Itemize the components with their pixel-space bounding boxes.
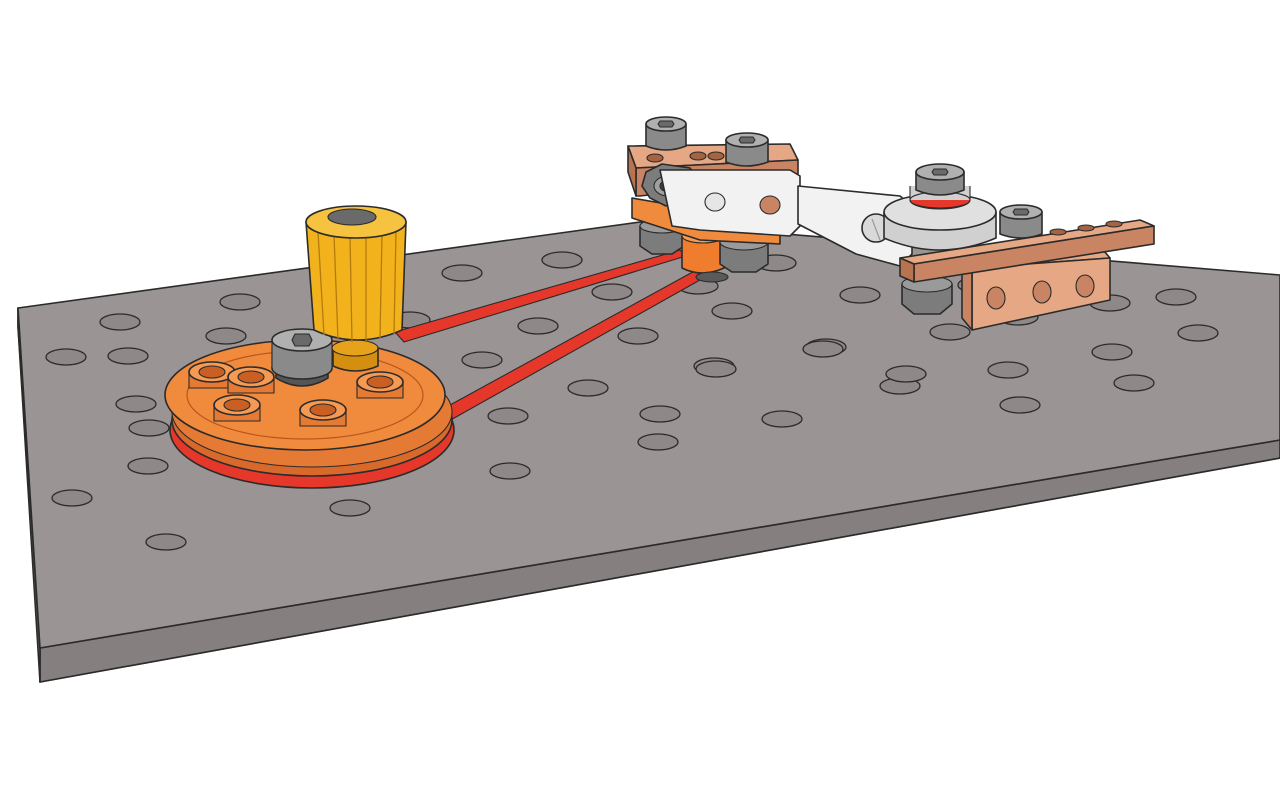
bracket-end — [627, 145, 637, 197]
plate-hole — [1177, 324, 1219, 342]
pulley-bosses — [188, 361, 404, 427]
plate-hole — [205, 327, 247, 345]
torx-bolt — [999, 204, 1043, 239]
plate-hole — [329, 499, 371, 517]
plate-hole — [127, 457, 169, 475]
plate-hole — [489, 462, 531, 480]
plate-hole — [617, 327, 659, 345]
plate-hole — [99, 313, 141, 331]
plate-hole — [51, 489, 93, 507]
plate-hole — [128, 419, 170, 437]
plate-hole — [219, 293, 261, 311]
plate-hole — [695, 360, 737, 378]
plate-hole — [885, 365, 927, 383]
plate-hole — [711, 302, 753, 320]
pivot-bearing[interactable] — [883, 163, 997, 251]
plate-hole — [461, 351, 503, 369]
plate-hole — [802, 340, 844, 358]
plate-hole — [45, 348, 87, 366]
plate-hole — [1091, 343, 1133, 361]
plate-hole — [541, 251, 583, 269]
link-bar-left — [659, 169, 801, 237]
plate-hole — [145, 533, 187, 551]
copper-bracket-right — [883, 163, 1155, 331]
plate-hole — [567, 379, 609, 397]
copper-bar-end — [899, 257, 915, 283]
plate-hole — [639, 405, 681, 423]
plate-hole — [441, 264, 483, 282]
pulley-boss — [227, 366, 275, 394]
crank-handle[interactable] — [305, 205, 407, 372]
plate-hole — [839, 286, 881, 304]
torx-icon — [738, 136, 756, 144]
plate-hole — [637, 433, 679, 451]
plate-hole — [107, 347, 149, 365]
hex-nut — [901, 275, 953, 315]
torx-bolt-center — [271, 328, 333, 387]
plate-hole — [517, 317, 559, 335]
torx-icon — [1012, 208, 1030, 216]
torx-icon — [931, 168, 949, 176]
torx-bolt — [645, 116, 687, 151]
copper-bracket-left — [627, 116, 799, 283]
handle-top-center — [327, 208, 377, 226]
plate-hole — [929, 323, 971, 341]
pulley-boss — [213, 394, 261, 422]
handle-grip-flutes — [317, 230, 397, 343]
plate-hole — [487, 407, 529, 425]
plate-hole — [591, 283, 633, 301]
connecting-link[interactable] — [659, 169, 913, 267]
plate-hole — [761, 410, 803, 428]
plate-hole — [115, 395, 157, 413]
torx-icon — [657, 120, 675, 128]
pulley-boss — [299, 399, 347, 427]
torx-icon — [291, 333, 313, 347]
plate-hole — [999, 396, 1041, 414]
plate-hole — [1113, 374, 1155, 392]
plate-hole — [1155, 288, 1197, 306]
pulley-boss — [356, 371, 404, 399]
torx-bolt — [725, 132, 769, 167]
plate-hole — [987, 361, 1029, 379]
